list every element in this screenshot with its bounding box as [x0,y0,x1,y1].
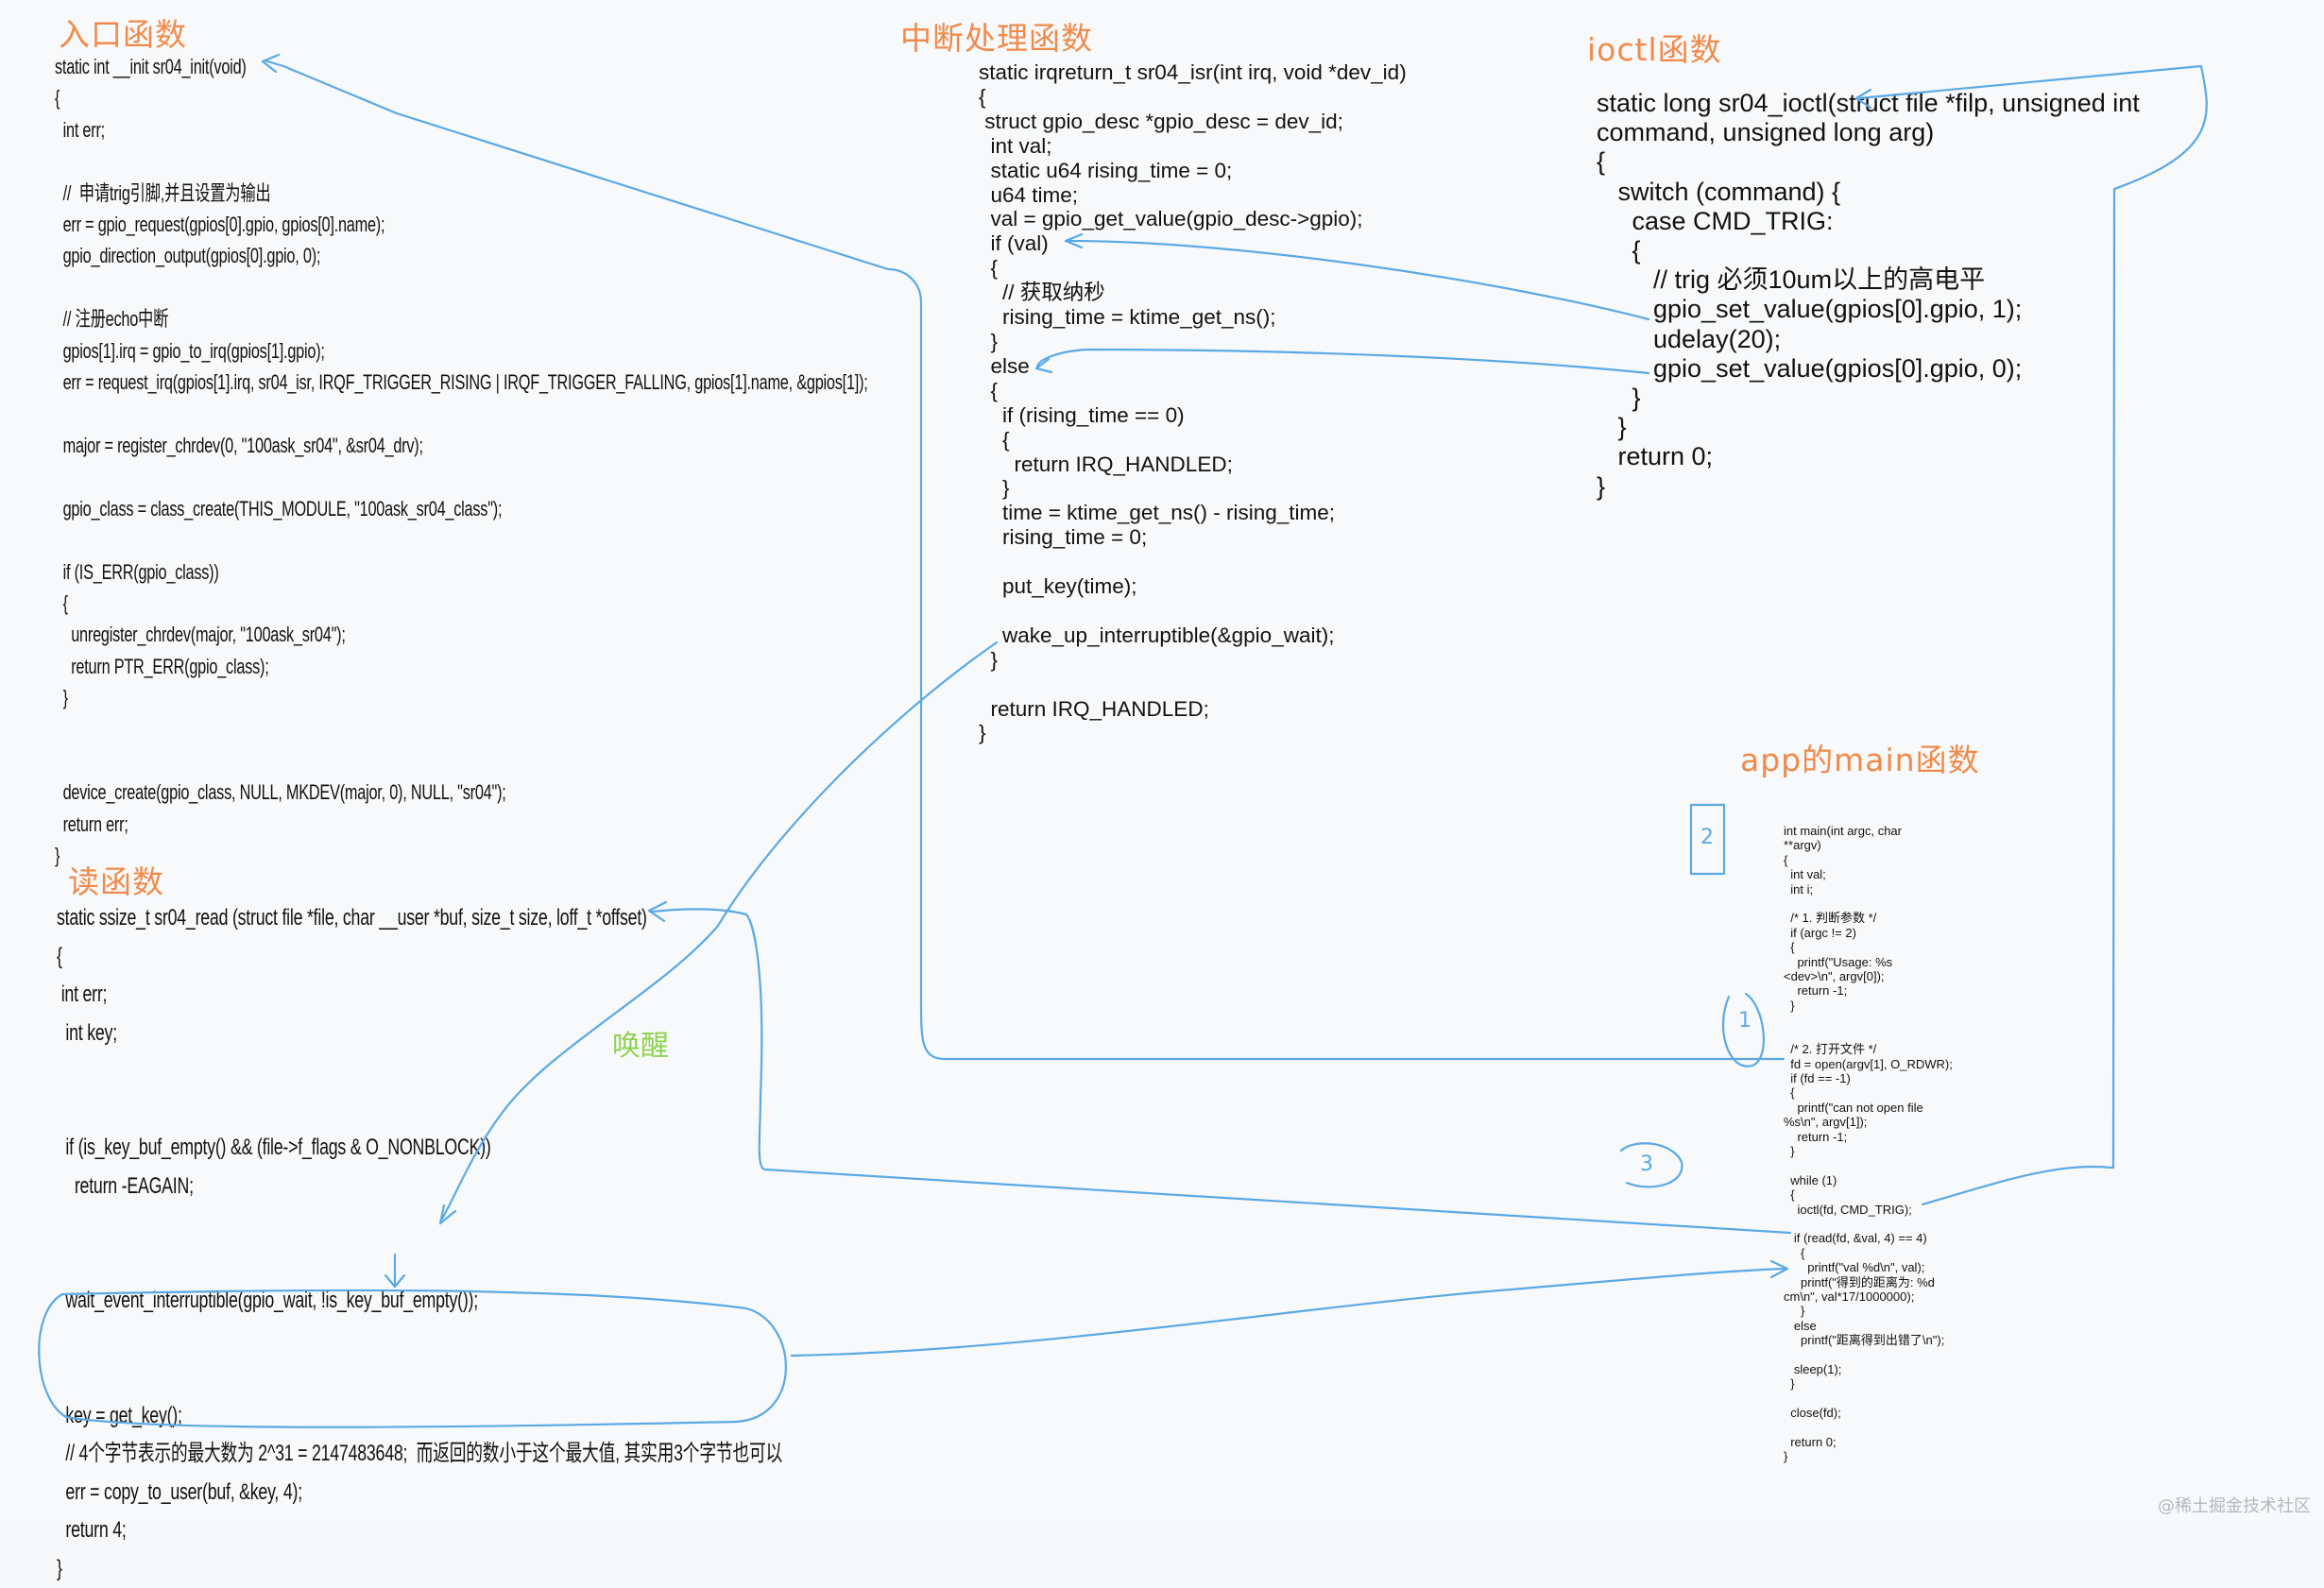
marker-3: 3 [1640,1153,1653,1176]
marker-1: 1 [1738,1009,1752,1033]
watermark: @稀土掘金技术社区 [2158,1496,2311,1516]
annotation-key-to-printf [790,1267,1787,1357]
code-app: int main(int argc, char **argv) { int va… [1784,824,1953,1464]
heading-app: app的main函数 [1740,742,1980,778]
heading-read: 读函数 [68,863,164,900]
code-ioctl: static long sr04_ioctl(struct file *filp… [1597,89,2140,501]
marker-2: 2 [1700,826,1714,849]
annotation-read-to-read [650,908,1792,1235]
code-isr: static irqreturn_t sr04_isr(int irq, voi… [979,60,1407,745]
heading-init: 入口函数 [59,16,187,53]
code-init: static int __init sr04_init(void) { int … [55,55,868,868]
wake-label: 唤醒 [612,1030,669,1063]
diagram-board: 入口函数 中断处理函数 ioctl函数 读函数 app的main函数 stati… [38,16,2311,1581]
heading-isr: 中断处理函数 [900,20,1093,57]
code-read: static ssize_t sr04_read (struct file *f… [57,905,783,1581]
heading-ioctl: ioctl函数 [1587,31,1722,68]
